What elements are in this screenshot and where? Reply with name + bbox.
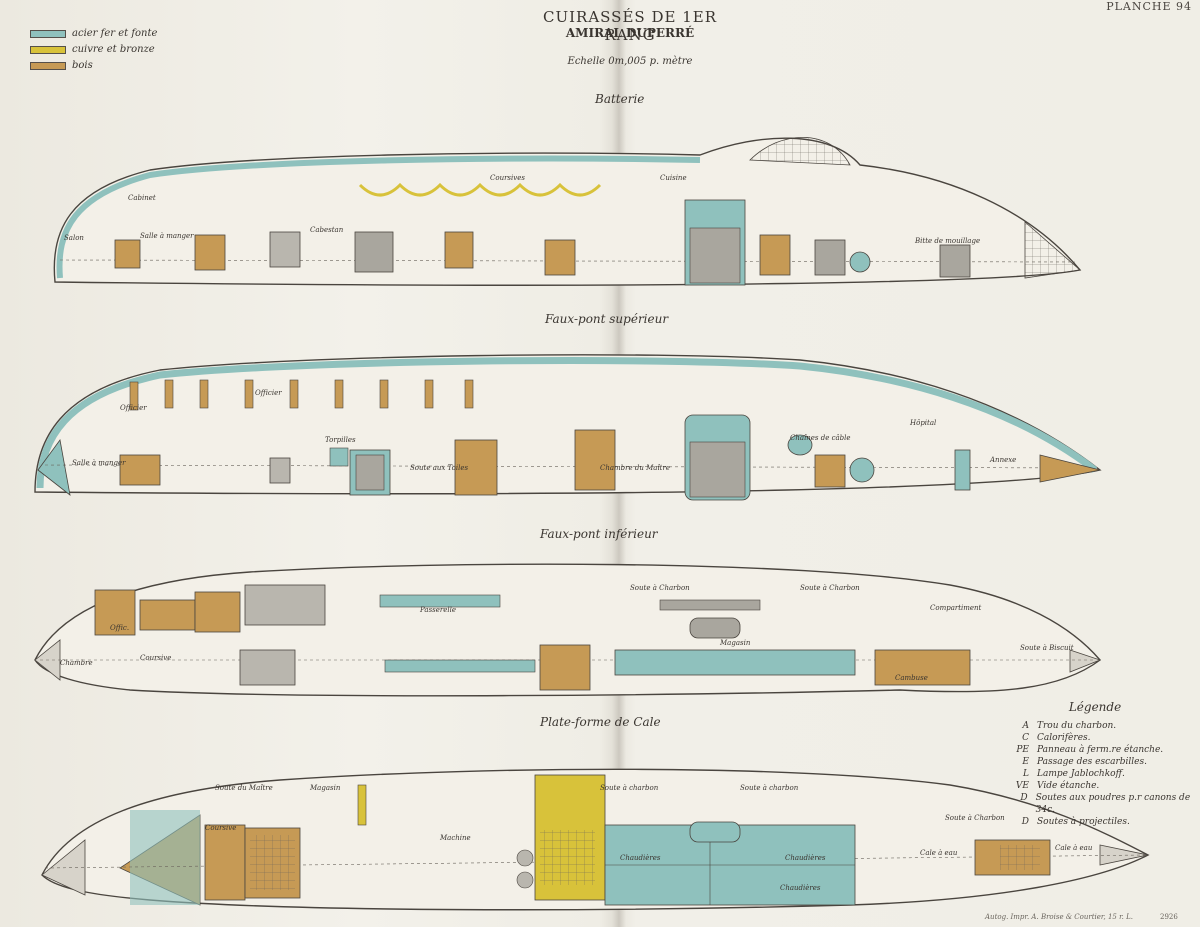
svg-text:Chaînes de câble: Chaînes de câble xyxy=(790,434,851,442)
copper-swatch xyxy=(30,45,66,54)
svg-text:Chaudières: Chaudières xyxy=(785,854,826,862)
legend-entry: VE Vide étanche. xyxy=(1015,780,1195,792)
svg-text:Soute à Biscuit: Soute à Biscuit xyxy=(1020,644,1074,652)
svg-text:Hôpital: Hôpital xyxy=(909,419,936,427)
legend-text: Calorifères. xyxy=(1037,733,1091,743)
scale-label: Echelle 0m,005 p. mètre xyxy=(567,56,693,67)
label-coursives: Coursives xyxy=(490,174,525,182)
key-item-copper: cuivre et bronze xyxy=(30,44,155,55)
key-label: acier fer et fonte xyxy=(72,28,158,39)
deck-battery-plan: Salon Salle à manger Cabinet Cabestan Co… xyxy=(53,136,1082,286)
legend-entry: D Soutes aux poudres p.r canons de 34c. xyxy=(1015,792,1195,816)
svg-text:Soute du Maître: Soute du Maître xyxy=(215,784,273,792)
legend-text: Vide étanche. xyxy=(1037,781,1100,791)
svg-text:Cale à eau: Cale à eau xyxy=(1055,844,1093,852)
legend-code: D xyxy=(1021,817,1029,827)
legend-text: Panneau à ferm.re étanche. xyxy=(1037,745,1164,755)
legend-entry: E Passage des escarbilles. xyxy=(1015,756,1195,768)
legend-entry: PE Panneau à ferm.re étanche. xyxy=(1015,744,1195,756)
legend-code: C xyxy=(1022,733,1029,743)
key-item-wood: bois xyxy=(30,60,93,71)
legend-title: Légende xyxy=(1068,700,1122,714)
page-number: 2926 xyxy=(1160,913,1178,921)
svg-text:Chambre: Chambre xyxy=(60,659,93,667)
legend-code: A xyxy=(1022,721,1030,731)
svg-text:Annexe: Annexe xyxy=(989,456,1016,464)
svg-text:Soute à charbon: Soute à charbon xyxy=(600,784,659,792)
key-item-steel: acier fer et fonte xyxy=(30,28,157,39)
svg-text:Salle à manger: Salle à manger xyxy=(72,459,126,467)
svg-text:Passerelle: Passerelle xyxy=(419,606,456,614)
legend-text: Lampe Jablochkoff. xyxy=(1037,769,1125,779)
svg-text:Soute à charbon: Soute à charbon xyxy=(740,784,799,792)
deck-title-battery: Batterie xyxy=(595,92,645,106)
deck-title-lower-orlop: Faux-pont inférieur xyxy=(540,527,658,541)
printer-credit: Autog. Impr. A. Broise & Courtier, 15 r.… xyxy=(985,913,1133,921)
ship-name: AMIRAL DUPERRÉ xyxy=(565,26,695,40)
svg-text:Torpilles: Torpilles xyxy=(325,436,356,444)
svg-text:Cambuse: Cambuse xyxy=(895,674,928,682)
svg-text:Coursive: Coursive xyxy=(205,824,236,832)
svg-text:Officier: Officier xyxy=(255,389,282,397)
key-label: cuivre et bronze xyxy=(72,44,155,55)
label-salle: Salle à manger xyxy=(140,232,194,240)
svg-text:Cale à eau: Cale à eau xyxy=(920,849,958,857)
key-label: bois xyxy=(72,60,93,71)
legend-code: VE xyxy=(1015,781,1029,791)
svg-text:Soute aux Toiles: Soute aux Toiles xyxy=(410,464,469,472)
label-cuisine: Cuisine xyxy=(660,174,687,182)
deck-title-upper-orlop: Faux-pont supérieur xyxy=(545,312,669,326)
label-salon: Salon xyxy=(64,234,84,242)
legend-code: L xyxy=(1023,769,1029,779)
hull-upper-orlop xyxy=(34,354,1102,495)
legend-text: Soutes à projectiles. xyxy=(1037,817,1130,827)
svg-text:Compartiment: Compartiment xyxy=(930,604,982,612)
legend-code: PE xyxy=(1016,745,1029,755)
label-cabinet: Cabinet xyxy=(128,194,156,202)
legend-text: Trou du charbon. xyxy=(1037,721,1117,731)
label-bitte: Bitte de mouillage xyxy=(914,237,980,245)
wood-swatch xyxy=(30,61,66,70)
plate-number: PLANCHE 94 xyxy=(1106,0,1192,13)
legend-text: Passage des escarbilles. xyxy=(1037,757,1147,767)
legend-code: E xyxy=(1022,757,1029,767)
svg-text:Magasin: Magasin xyxy=(309,784,341,792)
hull-armor-battery xyxy=(56,155,701,279)
legend-entry: D Soutes à projectiles. xyxy=(1015,816,1195,828)
svg-text:Coursive: Coursive xyxy=(140,654,171,662)
plate-title: CUIRASSÉS DE 1ER RANG xyxy=(543,8,717,44)
svg-text:Chaudières: Chaudières xyxy=(780,884,821,892)
steel-swatch xyxy=(30,29,66,38)
deck-hold-plan: Soute du Maître Magasin Machine Soute à … xyxy=(41,768,1150,911)
deck-upper-orlop-plan: Salle à manger Officier Officier Torpill… xyxy=(34,354,1102,501)
svg-text:Offic.: Offic. xyxy=(110,624,129,632)
bridge-grid xyxy=(749,136,851,166)
legend-entry: A Trou du charbon. xyxy=(1015,720,1195,732)
svg-text:Chambre du Maître: Chambre du Maître xyxy=(600,464,670,472)
legend-entry: L Lampe Jablochkoff. xyxy=(1015,768,1195,780)
legend-text: Soutes aux poudres p.r canons de 34c. xyxy=(1035,793,1191,815)
svg-text:Soute à Charbon: Soute à Charbon xyxy=(945,814,1005,822)
svg-text:Soute à Charbon: Soute à Charbon xyxy=(630,584,690,592)
legend-entry: C Calorifères. xyxy=(1015,732,1195,744)
label-cabestan: Cabestan xyxy=(310,226,344,234)
deck-title-hold: Plate-forme de Cale xyxy=(540,715,661,729)
svg-text:Chaudières: Chaudières xyxy=(620,854,661,862)
deck-lower-orlop-plan: Chambre Offic. Coursive Passerelle Soute… xyxy=(34,563,1102,697)
svg-text:Soute à Charbon: Soute à Charbon xyxy=(800,584,860,592)
svg-text:Machine: Machine xyxy=(439,834,471,842)
svg-text:Officier: Officier xyxy=(120,404,147,412)
svg-text:Magasin: Magasin xyxy=(719,639,751,647)
legend-code: D xyxy=(1020,793,1028,803)
